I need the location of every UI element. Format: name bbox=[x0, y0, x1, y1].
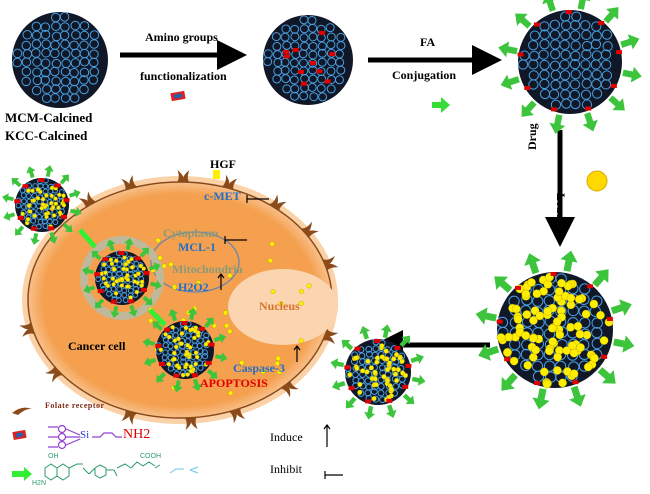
endosome bbox=[80, 236, 164, 320]
folate-receptor-icon bbox=[12, 407, 32, 415]
folate-receptors bbox=[19, 169, 339, 431]
cancer-cell-label: Cancer cell bbox=[68, 339, 126, 353]
targeted-particle bbox=[330, 324, 426, 420]
caspase3-label: Caspase-3 bbox=[233, 361, 286, 375]
arrow-internalize-1 bbox=[78, 228, 97, 249]
mesoporous-silica-particle bbox=[12, 12, 108, 108]
particle-releasing-drug bbox=[142, 307, 228, 393]
folate-receptor-icon bbox=[222, 174, 238, 190]
apoptosis-label: APOPTOSIS bbox=[200, 376, 268, 390]
fa-legend-arrow bbox=[12, 467, 32, 481]
silane-si: Si bbox=[80, 429, 90, 441]
step2-top-label: FA bbox=[420, 35, 436, 49]
folate-receptor-icon bbox=[323, 255, 339, 271]
step1-top-label: Amino groups bbox=[145, 30, 218, 44]
mcl1-label: MCL-1 bbox=[178, 240, 216, 254]
h2o2-label: H2O2 bbox=[178, 280, 209, 294]
folate-receptor-icon bbox=[121, 409, 137, 425]
folate-receptor-icon bbox=[121, 175, 137, 191]
induce-legend: Induce bbox=[270, 430, 303, 444]
step2-bottom-label: Conjugation bbox=[392, 68, 457, 82]
fa-oh: OH bbox=[48, 453, 59, 460]
amine-label: NH2 bbox=[123, 427, 151, 442]
folate-receptor-icon bbox=[177, 169, 190, 183]
induce-marks bbox=[217, 273, 331, 447]
inhibit-legend: Inhibit bbox=[270, 462, 302, 476]
nucleus bbox=[228, 269, 338, 345]
nucleus-label: Nucleus bbox=[259, 299, 300, 313]
folate-receptor-icon bbox=[184, 417, 198, 431]
cancer-cell bbox=[19, 169, 339, 431]
amine-functionalized-particle bbox=[263, 15, 353, 105]
folate-receptor-icon bbox=[269, 194, 287, 212]
step3-label-b: Loading bbox=[554, 193, 568, 236]
folate-receptor-icon bbox=[45, 365, 62, 383]
fa-conjugated-particle bbox=[498, 0, 642, 134]
drug-icon bbox=[586, 170, 608, 192]
hgf-label: HGF bbox=[210, 157, 236, 171]
step1-bottom-label: functionalization bbox=[140, 69, 227, 83]
folate-receptor-icon bbox=[281, 380, 299, 398]
cmet-label: c-MET bbox=[204, 189, 241, 203]
folate-arrow-icon bbox=[432, 97, 450, 113]
folate-receptor-icon bbox=[323, 329, 339, 345]
folic-acid-structure bbox=[44, 461, 161, 481]
inhibit-marks bbox=[224, 195, 343, 479]
folate-receptor-legend: Folate receptor bbox=[45, 401, 105, 410]
drug-loaded-particle bbox=[475, 250, 635, 410]
step3-label-a: Drug bbox=[525, 123, 539, 150]
folate-receptor-icon bbox=[19, 322, 34, 337]
material-kcc: KCC-Calcined bbox=[5, 128, 88, 143]
silane-structure bbox=[48, 424, 122, 450]
cytoplasm-label: Cytoplasm bbox=[163, 226, 219, 240]
folate-receptor-icon bbox=[229, 407, 246, 424]
fa-h2n: H2N bbox=[32, 480, 47, 487]
mitochondria bbox=[150, 231, 240, 293]
material-mcm: MCM-Calcined bbox=[5, 110, 93, 125]
particle-in-endosome bbox=[82, 238, 162, 318]
folate-receptor-icon bbox=[302, 221, 319, 239]
mitochondria-label: Mitochondria bbox=[172, 262, 243, 276]
hgf-marker bbox=[213, 170, 220, 179]
arrow-internalize-2 bbox=[148, 308, 167, 327]
folate-receptor-icon bbox=[78, 191, 96, 209]
nanoparticles bbox=[2, 0, 642, 420]
fa-cooh: COOH bbox=[140, 453, 161, 460]
particle-binding-cell bbox=[2, 165, 82, 245]
